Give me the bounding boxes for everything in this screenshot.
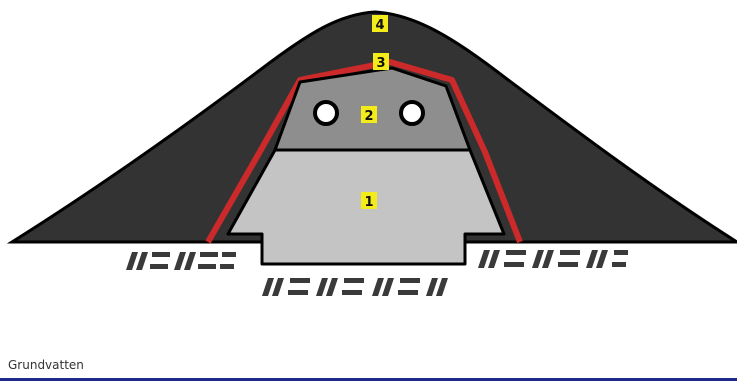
ground-hatch-left-icon [126, 252, 236, 270]
ground-hatch-center-icon [262, 278, 448, 296]
pipe-circle-right-icon [401, 102, 423, 124]
label-4: 4 [372, 15, 388, 33]
label-3: 3 [373, 53, 389, 71]
label-1-text: 1 [364, 195, 373, 210]
ground-hatch-right-icon [478, 250, 628, 268]
label-3-text: 3 [376, 56, 385, 71]
groundwater-label: Grundvatten [8, 358, 84, 372]
label-2-text: 2 [364, 109, 373, 124]
pipe-circle-left-icon [315, 102, 337, 124]
label-4-text: 4 [375, 18, 384, 33]
label-1: 1 [361, 192, 377, 210]
label-2: 2 [361, 106, 377, 124]
